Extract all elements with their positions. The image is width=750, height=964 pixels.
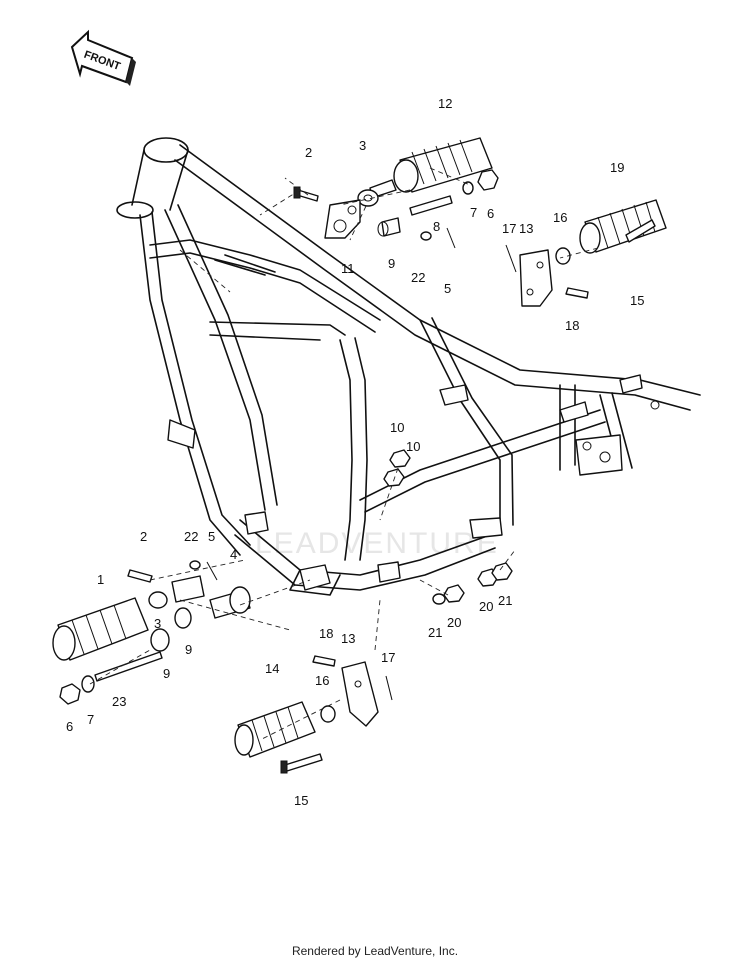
callout-label: 10 (390, 420, 404, 435)
upper-footpeg-assembly (293, 137, 667, 307)
callout-label: 20 (447, 615, 461, 630)
callout-label: 16 (315, 673, 329, 688)
callout-label: 2 (305, 145, 312, 160)
leader-lines (89, 167, 599, 741)
callout-label: 18 (319, 626, 333, 641)
callout-label: 17 (502, 221, 516, 236)
callout-label: 21 (428, 625, 442, 640)
footpeg-14-icon (234, 701, 316, 758)
lower-footpeg-assembly (52, 560, 251, 705)
callout-label: 15 (294, 793, 308, 808)
callout-label: 6 (66, 719, 73, 734)
callout-label: 10 (406, 439, 420, 454)
callout-label: 9 (185, 642, 192, 657)
callout-label: 12 (438, 96, 452, 111)
lower-center-assembly (234, 655, 393, 774)
callout-label: 22 (411, 270, 425, 285)
callout-label: 7 (87, 712, 94, 727)
front-arrow-icon: FRONT (70, 29, 136, 86)
footpeg-19-icon (579, 199, 667, 254)
frame-line-art (116, 137, 701, 596)
nuts-washers-right (432, 562, 513, 605)
callout-label: 2 (140, 529, 147, 544)
callout-label: 13 (519, 221, 533, 236)
callout-label: 1 (97, 572, 104, 587)
callout-label: 4 (230, 547, 237, 562)
callout-label: 13 (341, 631, 355, 646)
callout-label: 14 (265, 661, 279, 676)
callout-label: 19 (610, 160, 624, 175)
callout-label: 5 (208, 529, 215, 544)
callout-label: 20 (479, 599, 493, 614)
callout-label: 9 (388, 256, 395, 271)
callout-label: 11 (341, 261, 355, 276)
callout-label: 3 (154, 616, 161, 631)
footpeg-1-icon (52, 597, 149, 661)
watermark-text: LEADVENTURE (255, 527, 499, 560)
callout-label: 5 (444, 281, 451, 296)
callout-label: 8 (433, 219, 440, 234)
callout-label: 23 (112, 694, 126, 709)
callout-label: 21 (498, 593, 512, 608)
footer-credit: Rendered by LeadVenture, Inc. (291, 944, 459, 958)
callout-label: 6 (487, 206, 494, 221)
footpeg-12-icon (369, 137, 493, 199)
callout-label: 18 (565, 318, 579, 333)
callout-numbers: 12 2 3 19 7 6 8 17 13 16 11 9 22 5 15 18… (66, 96, 644, 808)
callout-label: 9 (163, 666, 170, 681)
callout-label: 15 (630, 293, 644, 308)
nuts-10 (383, 449, 411, 487)
callout-label: 7 (470, 205, 477, 220)
callout-label: 16 (553, 210, 567, 225)
callout-label: 22 (184, 529, 198, 544)
callout-label: 17 (381, 650, 395, 665)
callout-label: 3 (359, 138, 366, 153)
